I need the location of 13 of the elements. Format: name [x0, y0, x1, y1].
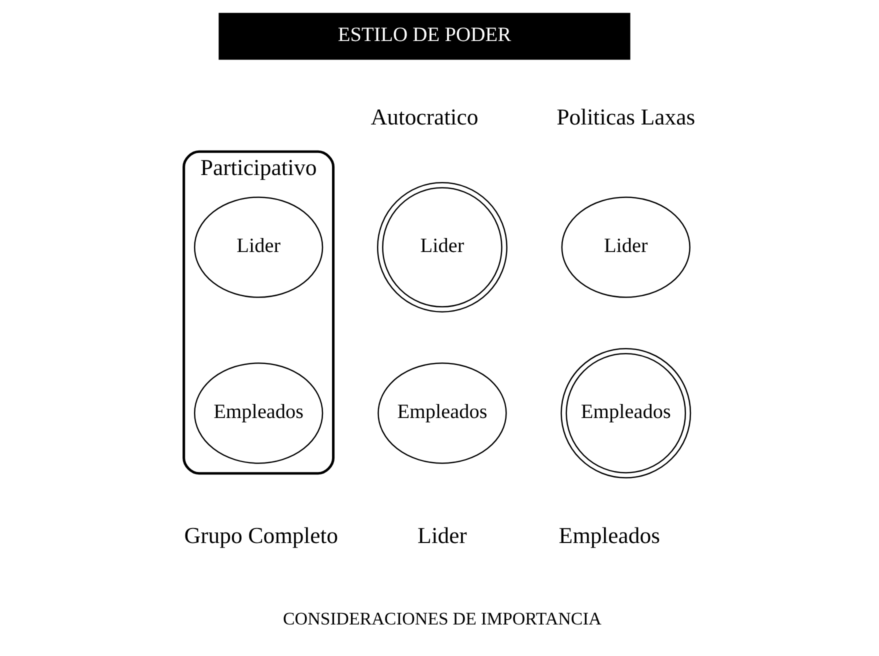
node-ellipse: Empleados	[193, 362, 323, 464]
label: Politicas Laxas	[556, 104, 695, 130]
node-box: ESTILO DE PODER	[218, 12, 630, 60]
label: Grupo Completo	[184, 522, 338, 548]
node-ellipse: Lider	[560, 196, 690, 298]
node-circle: Empleados	[560, 348, 691, 478]
label: Autocratico	[370, 104, 478, 130]
label: Empleados	[558, 522, 660, 548]
label: CONSIDERACIONES DE IMPORTANCIA	[282, 608, 601, 628]
node-ellipse: Lider	[193, 196, 323, 298]
node-circle: Lider	[376, 182, 507, 312]
node-ellipse: Empleados	[377, 362, 506, 464]
label: Lider	[417, 522, 466, 548]
